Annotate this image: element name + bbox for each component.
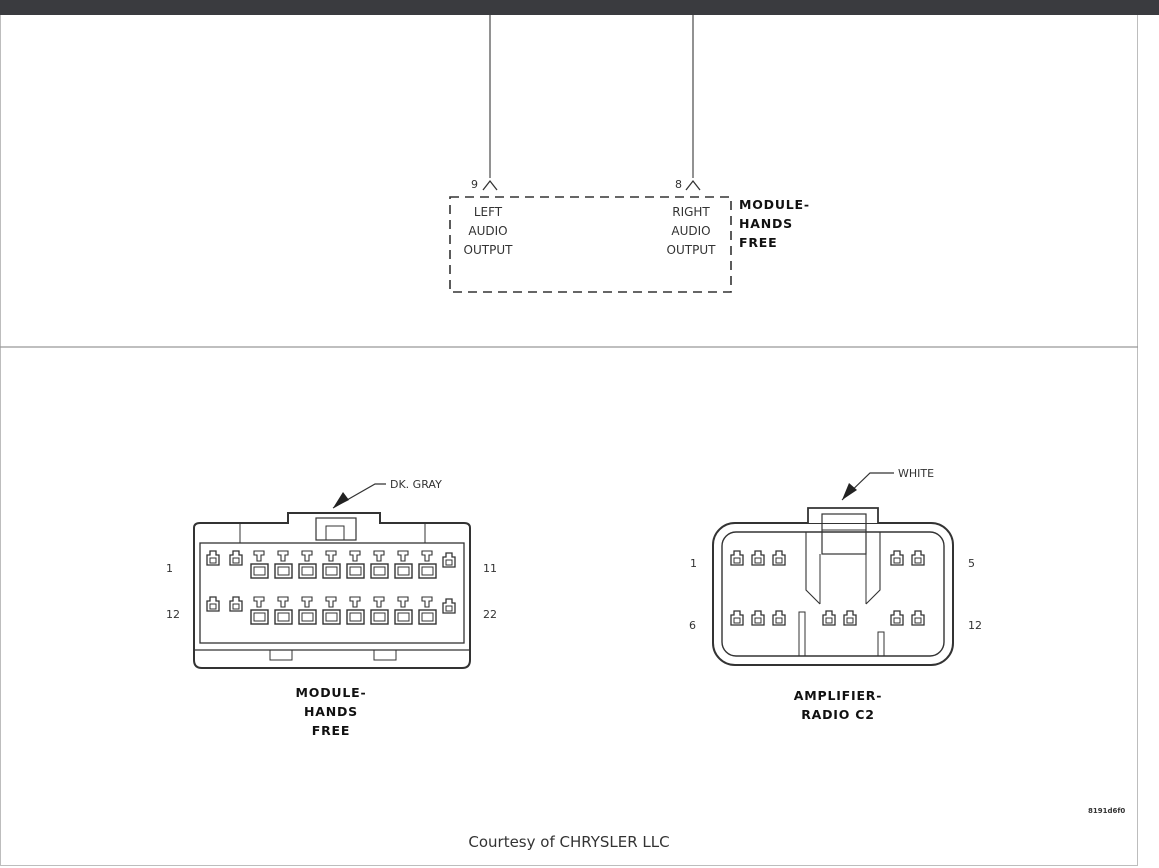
terminal (274, 550, 293, 579)
label-line: AUDIO (468, 224, 507, 238)
terminal (394, 550, 413, 579)
label-line: LEFT (474, 205, 503, 219)
callout-dk-gray: DK. GRAY (390, 478, 442, 491)
terminal (250, 596, 269, 625)
terminal (890, 610, 904, 626)
left-pin-chevron (482, 179, 498, 191)
name-line: MODULE- (739, 197, 810, 212)
amplifier-pin-array (730, 550, 925, 626)
label-line: OUTPUT (667, 243, 717, 257)
module-hands-free-box (449, 196, 732, 293)
terminal (772, 610, 786, 626)
name-line: HANDS (739, 216, 793, 231)
caption: Courtesy of CHRYSLER LLC (468, 833, 670, 851)
pin-number-9: 9 (471, 178, 478, 191)
connector-amplifier: WHITE 1 5 6 12 AMPLIFIER- RADIO C2 (689, 467, 982, 722)
terminal (229, 596, 243, 612)
pin-label-22: 22 (483, 608, 497, 621)
window-top-bar (0, 0, 1159, 15)
pin-label-1: 1 (690, 557, 697, 570)
terminal (298, 550, 317, 579)
terminal (370, 550, 389, 579)
terminal (730, 550, 744, 566)
terminal (911, 550, 925, 566)
module-hands-free-name: MODULE- HANDS FREE (739, 197, 810, 250)
terminal (206, 596, 220, 612)
name-line: RADIO C2 (801, 707, 875, 722)
terminal (394, 596, 413, 625)
connector-hands-free: DK. GRAY 1 11 12 22 MODULE- HANDS FREE (166, 478, 497, 738)
terminal (298, 596, 317, 625)
terminal (442, 552, 456, 568)
callout-white: WHITE (898, 467, 934, 480)
terminal (890, 550, 904, 566)
pin-label-5: 5 (968, 557, 975, 570)
label-line: OUTPUT (464, 243, 514, 257)
terminal (250, 550, 269, 579)
name-line: FREE (312, 723, 350, 738)
terminal (206, 550, 220, 566)
terminal (418, 550, 437, 579)
label-line: AUDIO (671, 224, 710, 238)
pin-label-11: 11 (483, 562, 497, 575)
left-audio-output-label: LEFT AUDIO OUTPUT (464, 205, 514, 257)
right-pin-chevron (685, 179, 701, 191)
terminal (229, 550, 243, 566)
terminal (843, 610, 857, 626)
name-line: AMPLIFIER- (794, 688, 882, 703)
terminal (822, 610, 836, 626)
pin-label-12: 12 (968, 619, 982, 632)
terminal (418, 596, 437, 625)
name-line: MODULE- (296, 685, 367, 700)
pin-number-8: 8 (675, 178, 682, 191)
terminal (911, 610, 925, 626)
label-line: RIGHT (672, 205, 710, 219)
pin-label-12: 12 (166, 608, 180, 621)
terminal (751, 610, 765, 626)
terminal (346, 596, 365, 625)
terminal (772, 550, 786, 566)
terminal (322, 550, 341, 579)
terminal (751, 550, 765, 566)
terminal (370, 596, 389, 625)
terminal (442, 598, 456, 614)
pin-label-6: 6 (689, 619, 696, 632)
right-audio-output-label: RIGHT AUDIO OUTPUT (667, 205, 717, 257)
diagram-frame (0, 15, 1138, 866)
pin-label-1: 1 (166, 562, 173, 575)
name-line: HANDS (304, 704, 358, 719)
terminal (346, 550, 365, 579)
terminal (274, 596, 293, 625)
hands-free-pin-array (206, 550, 456, 625)
name-line: FREE (739, 235, 777, 250)
figure-id: 8191d6f0 (1088, 807, 1125, 815)
terminal (322, 596, 341, 625)
terminal (730, 610, 744, 626)
